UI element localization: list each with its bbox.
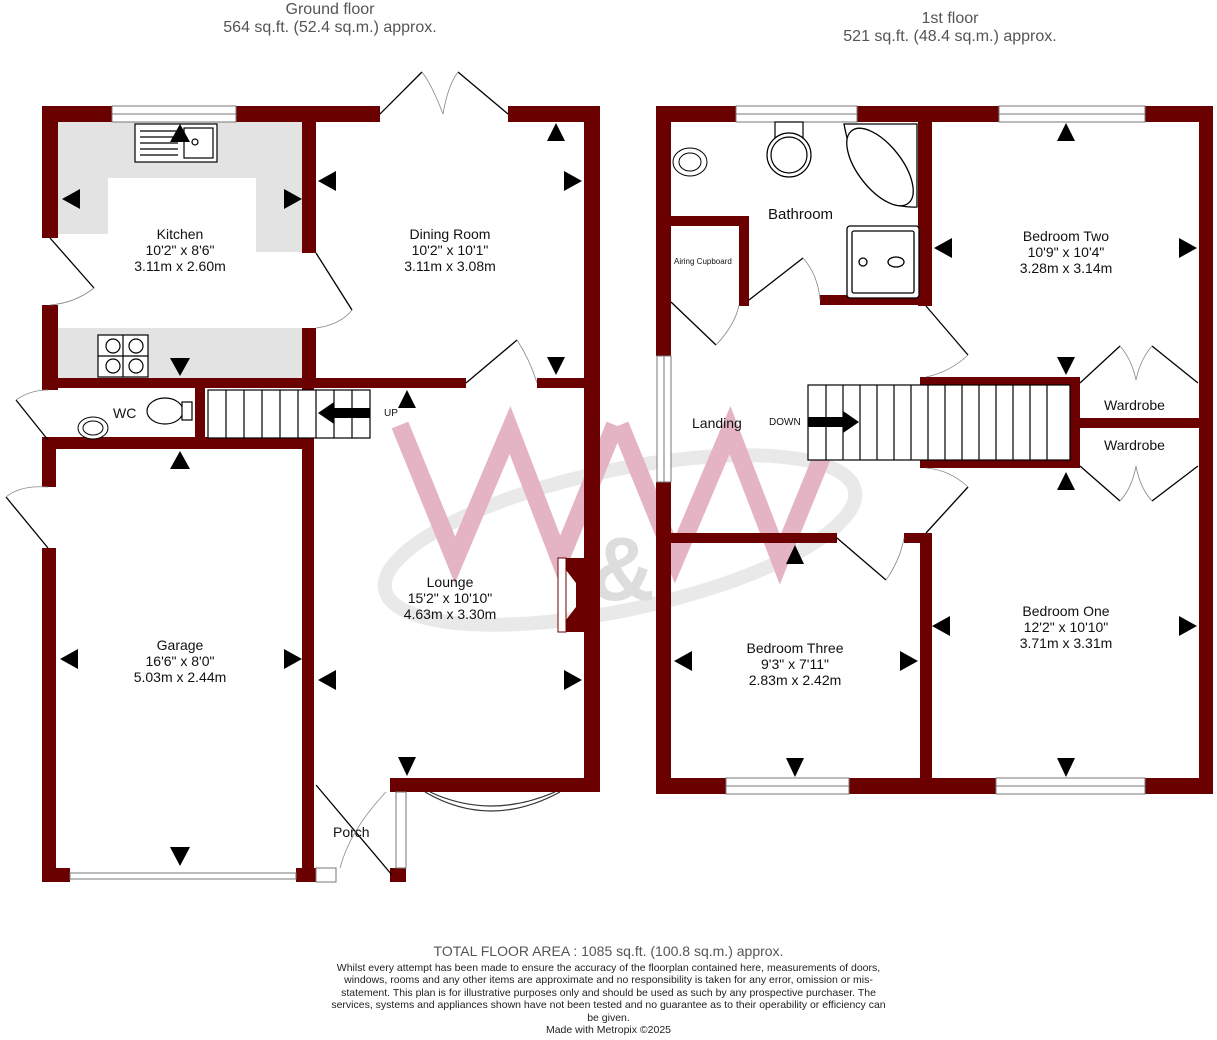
room-landing: Landing — [692, 415, 742, 431]
room-garage: Garage 16'6" x 8'0" 5.03m x 2.44m — [134, 637, 227, 685]
room-dim-imperial: 9'3" x 7'11" — [761, 656, 829, 672]
ground-floor-walls — [42, 106, 600, 882]
stairs-down-label: DOWN — [769, 417, 801, 428]
metropix-credit: Made with Metropix ©2025 — [545, 1024, 672, 1037]
stairs-up-arrow — [318, 402, 370, 424]
room-bedroom-three: Bedroom Three 9'3" x 7'11" 2.83m x 2.42m — [746, 640, 843, 688]
room-bedroom-one: Bedroom One 12'2" x 10'10" 3.71m x 3.31m — [1020, 603, 1113, 651]
first-floor-area: 521 sq.ft. (48.4 sq.m.) approx. — [843, 28, 1057, 45]
corner-bath-icon — [843, 123, 918, 208]
room-dim-metric: 5.03m x 2.44m — [133, 669, 227, 685]
sink-icon — [134, 123, 218, 163]
shower-tray-icon — [846, 225, 920, 299]
ground-floor-windows — [69, 105, 407, 883]
toilet-icon-ground — [146, 397, 193, 425]
ground-floor-header: Ground floor 564 sq.ft. (52.4 sq.m.) app… — [180, 1, 480, 37]
first-floor-walls — [656, 106, 1213, 794]
room-dim-imperial: 10'2" x 8'6" — [145, 242, 215, 258]
first-floor-title: 1st floor — [921, 10, 979, 27]
room-name: Bedroom Three — [746, 640, 844, 656]
room-kitchen: Kitchen 10'2" x 8'6" 3.11m x 2.60m — [134, 226, 226, 274]
room-wc: WC — [113, 405, 137, 421]
room-bathroom: Bathroom — [768, 206, 834, 223]
toilet-icon-first — [766, 121, 812, 178]
footer: TOTAL FLOOR AREA : 1085 sq.ft. (100.8 sq… — [0, 943, 1217, 1036]
ground-floor-title: Ground floor — [285, 1, 375, 18]
first-floor-header: 1st floor 521 sq.ft. (48.4 sq.m.) approx… — [800, 10, 1100, 46]
basin-icon-ground — [77, 416, 109, 440]
total-floor-area: TOTAL FLOOR AREA : 1085 sq.ft. (100.8 sq… — [433, 943, 784, 959]
room-name: Bedroom One — [1022, 603, 1110, 619]
room-dim-metric: 4.63m x 3.30m — [403, 606, 497, 622]
room-dim-metric: 3.28m x 3.14m — [1019, 260, 1113, 276]
hob-icon — [97, 334, 149, 378]
room-name: Garage — [156, 637, 204, 653]
room-porch: Porch — [333, 824, 370, 840]
room-dim-imperial: 10'9" x 10'4" — [1027, 244, 1105, 260]
room-wardrobe-1: Wardrobe — [1104, 397, 1165, 413]
room-lounge: Lounge 15'2" x 10'10" 4.63m x 3.30m — [404, 574, 497, 622]
room-dim-metric: 3.71m x 3.31m — [1019, 635, 1113, 651]
dimension-arrows-first — [674, 123, 1197, 777]
disclaimer-text: Whilst every attempt has been made to en… — [331, 962, 886, 1024]
room-name: Lounge — [426, 574, 474, 590]
ground-floor-doors — [5, 71, 538, 876]
ground-floor-area: 564 sq.ft. (52.4 sq.m.) approx. — [223, 19, 437, 36]
room-dim-metric: 2.83m x 2.42m — [748, 672, 842, 688]
first-floor-doors — [670, 257, 1199, 581]
room-dim-imperial: 10'2" x 10'1" — [411, 242, 489, 258]
room-dim-imperial: 16'6" x 8'0" — [145, 653, 215, 669]
room-airing-cupboard: Airing Cupboard — [674, 257, 732, 266]
room-name: Bedroom Two — [1022, 228, 1110, 244]
room-dim-metric: 3.11m x 2.60m — [134, 258, 226, 274]
room-dim-imperial: 12'2" x 10'10" — [1023, 619, 1109, 635]
room-wardrobe-2: Wardrobe — [1104, 437, 1165, 453]
room-dim-metric: 3.11m x 3.08m — [404, 258, 496, 274]
basin-icon-first — [672, 147, 708, 177]
stairs-down-arrow — [808, 411, 859, 433]
bay-window — [424, 791, 561, 812]
room-name: Kitchen — [156, 226, 204, 242]
dimension-arrows-ground — [60, 123, 582, 866]
svg-text:&: & — [590, 520, 655, 620]
stairs-up-label: UP — [384, 408, 398, 419]
room-bedroom-two: Bedroom Two 10'9" x 10'4" 3.28m x 3.14m — [1020, 228, 1113, 276]
room-dining: Dining Room 10'2" x 10'1" 3.11m x 3.08m — [404, 226, 496, 274]
floorplan-drawing: & — [5, 71, 1213, 883]
room-dim-imperial: 15'2" x 10'10" — [407, 590, 493, 606]
first-floor-windows — [656, 105, 1146, 795]
room-name: Dining Room — [409, 226, 491, 242]
